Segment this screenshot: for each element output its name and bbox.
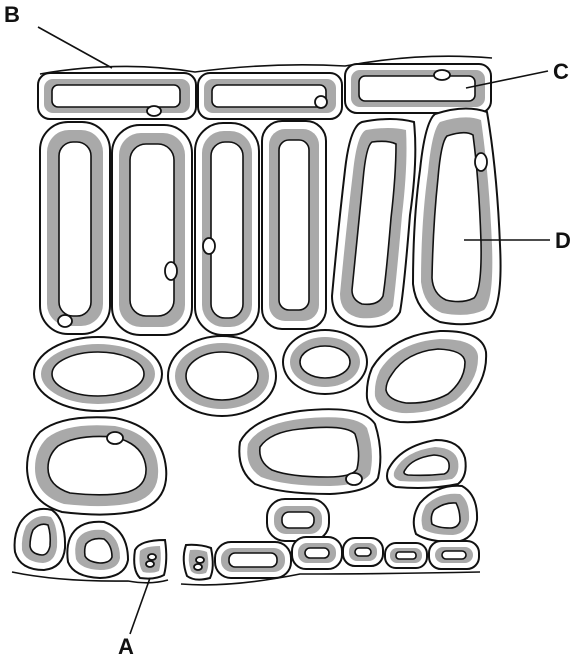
nucleus xyxy=(58,315,72,327)
epidermal-cell-c xyxy=(345,64,491,113)
epidermal-cell xyxy=(385,543,427,568)
palisade-cell-d xyxy=(413,108,501,324)
spongy-cell xyxy=(283,330,367,394)
nucleus xyxy=(346,473,362,485)
spongy-cell xyxy=(387,440,466,488)
palisade-cell xyxy=(262,121,326,329)
spongy-cell xyxy=(267,499,329,541)
nucleus xyxy=(194,564,202,570)
label-b: B xyxy=(4,2,20,27)
epidermal-cell xyxy=(429,541,479,569)
epidermal-cell xyxy=(67,522,128,578)
nucleus xyxy=(165,262,177,280)
nucleus xyxy=(475,153,487,171)
guard-cell-a xyxy=(134,540,166,579)
label-d: D xyxy=(555,228,571,253)
label-a-leader xyxy=(130,578,150,634)
spongy-cell xyxy=(414,486,477,542)
spongy-cell xyxy=(27,417,166,514)
palisade-cell xyxy=(195,123,259,335)
nucleus xyxy=(434,70,450,80)
label-c: C xyxy=(553,59,569,84)
palisade-cell xyxy=(332,119,415,327)
nucleus xyxy=(107,432,123,444)
epidermal-cell xyxy=(38,73,196,119)
nucleus xyxy=(146,561,154,567)
label-a: A xyxy=(118,634,134,659)
guard-cell xyxy=(184,545,213,580)
nucleus xyxy=(203,238,215,254)
epidermal-cell xyxy=(198,73,342,119)
spongy-layer xyxy=(27,330,486,542)
epidermal-cell xyxy=(15,509,66,570)
spongy-cell xyxy=(367,331,486,422)
palisade-cell xyxy=(112,125,192,335)
lower-epidermis xyxy=(12,509,480,585)
nucleus xyxy=(315,96,327,108)
spongy-cell xyxy=(239,409,380,494)
epidermal-cell xyxy=(292,537,342,569)
nucleus xyxy=(148,554,156,560)
epidermal-cell xyxy=(215,542,291,578)
palisade-cell xyxy=(40,122,110,334)
nucleus xyxy=(196,557,204,563)
spongy-cell xyxy=(34,337,162,411)
palisade-layer xyxy=(40,108,501,335)
label-b-leader xyxy=(38,27,112,68)
spongy-cell xyxy=(168,336,276,416)
nucleus xyxy=(147,106,161,116)
epidermal-cell xyxy=(343,538,383,566)
